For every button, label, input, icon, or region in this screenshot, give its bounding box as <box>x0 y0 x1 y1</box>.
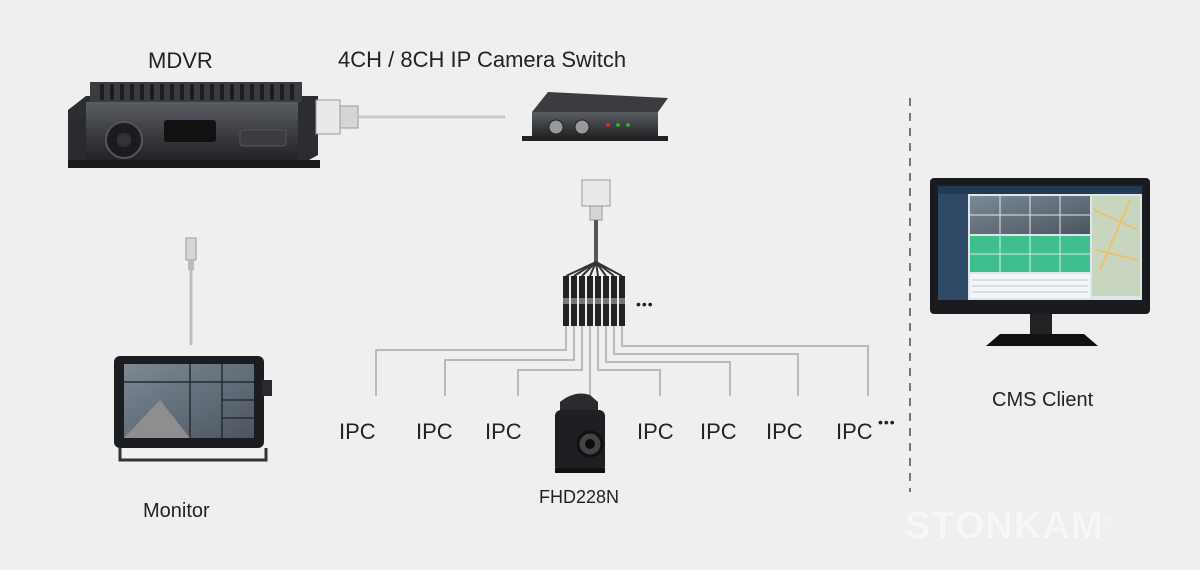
mdvr-label: MDVR <box>148 48 213 73</box>
ellipsis-ipc: ••• <box>878 414 896 430</box>
cms-client-label: CMS Client <box>992 389 1094 411</box>
ipc-label-1: IPC <box>339 419 376 444</box>
connector-mdvr-switch <box>315 99 505 135</box>
ipc-label-4: IPC <box>637 419 674 444</box>
ipc-label-6: IPC <box>766 419 803 444</box>
ipc-label-5: IPC <box>700 419 737 444</box>
ellipsis-splitter: ••• <box>636 296 654 312</box>
ipc-label-3: IPC <box>485 419 522 444</box>
vehicle-monitor <box>114 237 272 462</box>
ipc-label-7: IPC <box>836 419 873 444</box>
brand-watermark: STONKAM® <box>905 505 1115 547</box>
camera-model-label: FHD228N <box>539 487 620 507</box>
cms-monitor <box>930 178 1150 346</box>
fhd228n-camera <box>555 393 605 473</box>
ipc-cables <box>375 326 869 396</box>
cable-splitter <box>565 261 623 277</box>
mdvr-device <box>68 82 320 168</box>
camera-switch-device <box>522 92 668 141</box>
monitor-label: Monitor <box>143 500 210 522</box>
ipc-label-2: IPC <box>416 419 453 444</box>
switch-label: 4CH / 8CH IP Camera Switch <box>338 47 627 72</box>
connector-switch-splitter <box>581 179 611 262</box>
